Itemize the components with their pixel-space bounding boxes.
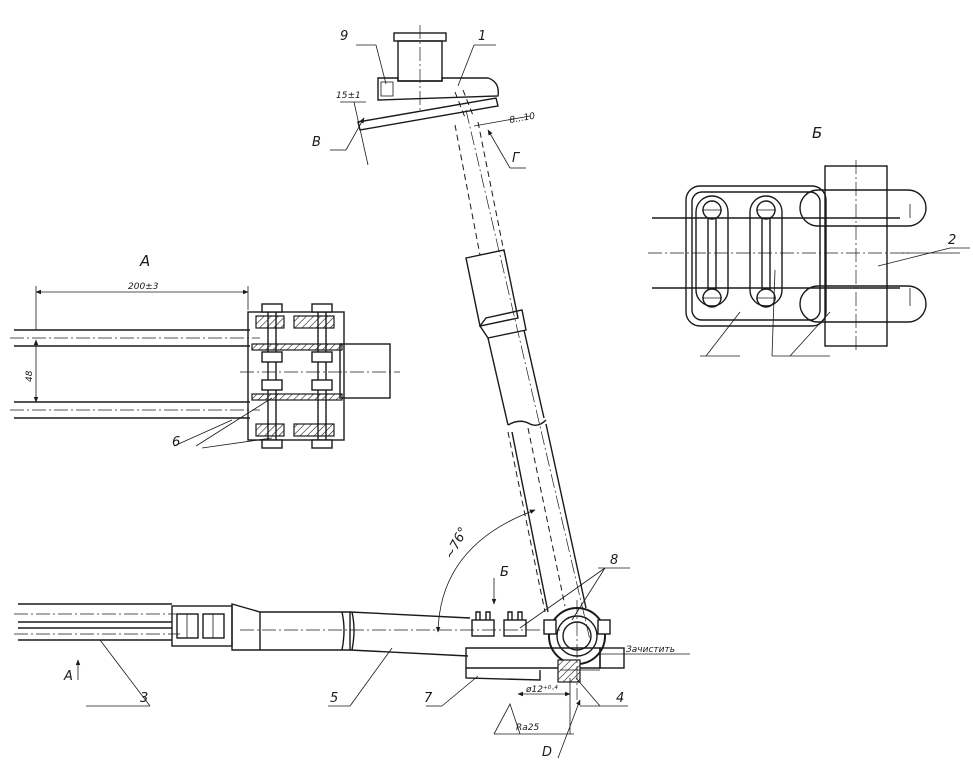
callout-4: 4	[616, 691, 624, 706]
callout-9: 9	[340, 29, 348, 44]
dim-15-label: 15±1	[336, 91, 361, 101]
view-b-title: Б	[812, 124, 822, 142]
arrow-a-label: А	[63, 669, 73, 684]
callout-7: 7	[424, 691, 433, 706]
callout-5: 5	[330, 691, 338, 706]
callout-6: 6	[172, 435, 180, 450]
dim-8-10-label: 8...10	[509, 112, 536, 126]
callout-3: 3	[140, 691, 148, 706]
letter-g: Г	[512, 151, 521, 166]
view-a-title: А	[139, 252, 150, 270]
angle-label: ~76°	[442, 525, 471, 562]
view-b-detail: Б	[648, 124, 960, 357]
callout-1: 1	[478, 29, 486, 44]
dim-200-label: 200±3	[128, 282, 159, 292]
dim-48-label: 48	[25, 370, 35, 382]
callout-2: 2	[948, 233, 956, 248]
leaders	[75, 44, 970, 759]
letter-v: В	[312, 135, 321, 150]
inclined-arm	[454, 109, 591, 641]
view-a-detail: А 200±3 48	[10, 252, 400, 449]
dia-label: ø12⁺⁰·⁴	[525, 685, 558, 695]
ra-label: Ra25	[516, 723, 539, 733]
arrow-b-label: Б	[500, 565, 509, 580]
clean-note: Зачистить	[626, 645, 675, 655]
callout-8: 8	[610, 553, 618, 568]
letter-d: D	[542, 745, 552, 760]
labels: 1 2 3 4 5 6 7 8 9 В Г D Б А 15±1 8...10 …	[63, 29, 956, 760]
horizontal-tubes	[14, 603, 560, 657]
